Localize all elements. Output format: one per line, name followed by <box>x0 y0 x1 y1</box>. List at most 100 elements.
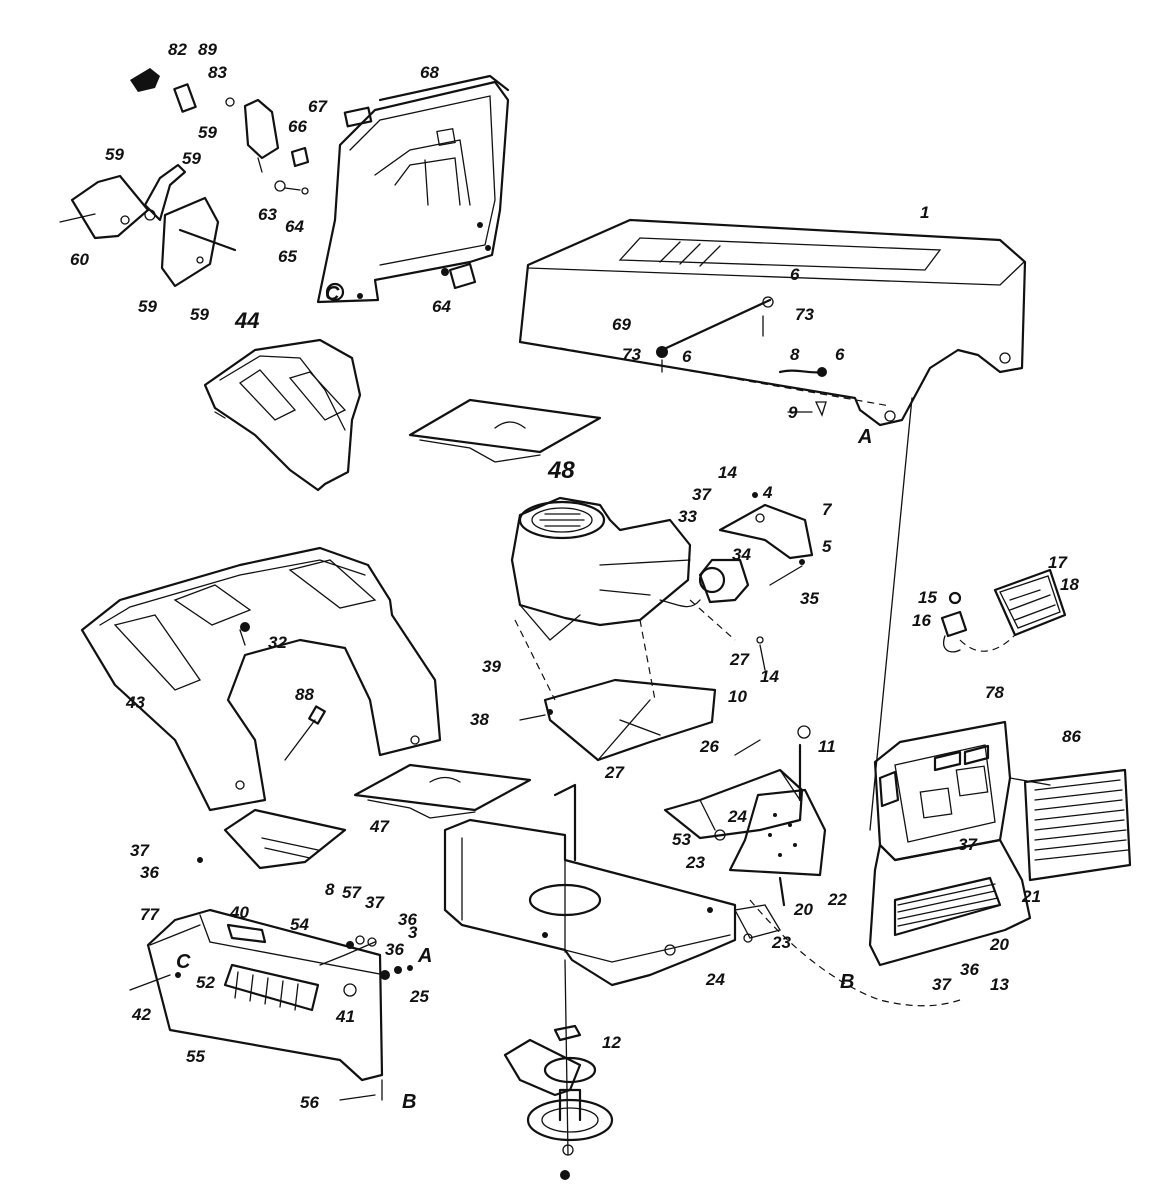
label-26: 26 <box>699 737 719 756</box>
label-6c: 6 <box>835 345 845 364</box>
engine-hardware <box>519 636 766 756</box>
label-20b: 20 <box>989 935 1009 954</box>
label-16: 16 <box>912 611 931 630</box>
label-13: 13 <box>990 975 1009 994</box>
label-27a: 27 <box>604 763 625 782</box>
engine <box>510 496 750 641</box>
label-68: 68 <box>420 63 439 82</box>
label-10: 10 <box>728 687 747 706</box>
label-73a: 73 <box>795 305 814 324</box>
label-64b: 64 <box>432 297 451 316</box>
label-38: 38 <box>470 710 489 729</box>
dash-components <box>130 68 477 302</box>
label-82: 82 <box>168 40 187 59</box>
floor-plate-part-48 <box>408 398 602 463</box>
label-60: 60 <box>70 250 89 269</box>
label-36d: 36 <box>960 960 979 979</box>
label-52: 52 <box>196 973 215 992</box>
label-21: 21 <box>1021 887 1041 906</box>
label-37a: 37 <box>692 485 712 504</box>
label-37d: 37 <box>958 835 978 854</box>
part-labels: 1 3 4 5 6 6 6 7 8 8 9 10 11 12 13 14 14 … <box>70 40 1081 1112</box>
bracket-part-4 <box>718 492 814 586</box>
headlight-part-17 <box>940 568 1067 653</box>
label-3: 3 <box>408 923 418 942</box>
rear-fender-part-43 <box>80 546 442 812</box>
pulley-assembly <box>503 959 614 1180</box>
label-34: 34 <box>732 545 751 564</box>
label-56: 56 <box>300 1093 319 1112</box>
label-14b: 14 <box>760 667 779 686</box>
label-59c: 59 <box>182 149 201 168</box>
label-37b: 37 <box>130 841 150 860</box>
label-40: 40 <box>229 903 249 922</box>
ref-b-grille: B <box>840 971 854 993</box>
label-24b: 24 <box>705 970 725 989</box>
label-7: 7 <box>822 500 833 519</box>
label-54: 54 <box>290 915 309 934</box>
ref-c-dash: C <box>325 283 340 305</box>
label-22: 22 <box>827 890 847 909</box>
label-65: 65 <box>278 247 297 266</box>
label-67: 67 <box>308 97 328 116</box>
label-6a: 6 <box>790 265 800 284</box>
brackets-53-22 <box>663 725 827 943</box>
dash-panel-part-65 <box>316 74 510 304</box>
label-66: 66 <box>288 117 307 136</box>
label-63: 63 <box>258 205 277 224</box>
label-89: 89 <box>198 40 217 59</box>
label-39: 39 <box>482 657 501 676</box>
label-23a: 23 <box>685 853 705 872</box>
label-47: 47 <box>369 817 390 836</box>
label-11: 11 <box>818 737 836 756</box>
label-69: 69 <box>612 315 631 334</box>
hood-part-1 <box>518 218 1027 427</box>
label-59d: 59 <box>138 297 157 316</box>
label-32: 32 <box>268 633 287 652</box>
label-23b: 23 <box>771 933 791 952</box>
label-6b: 6 <box>682 347 692 366</box>
seat-bracket <box>223 705 347 870</box>
label-24a: 24 <box>727 807 747 826</box>
label-5: 5 <box>822 537 832 556</box>
grille-screen-part-86 <box>1009 768 1132 882</box>
engine-mount-frame <box>514 599 736 762</box>
label-25: 25 <box>409 987 429 1006</box>
label-9: 9 <box>788 403 798 422</box>
label-53: 53 <box>672 830 691 849</box>
label-12: 12 <box>602 1033 621 1052</box>
label-37e: 37 <box>932 975 952 994</box>
reference-letters: A A B B C C <box>176 283 872 1113</box>
label-8a: 8 <box>790 345 800 364</box>
label-20a: 20 <box>793 900 813 919</box>
label-4: 4 <box>762 483 773 502</box>
label-44: 44 <box>234 308 259 333</box>
label-27b: 27 <box>729 650 750 669</box>
label-35: 35 <box>800 589 819 608</box>
hood-hardware <box>656 296 827 417</box>
reference-line-b <box>749 899 961 1007</box>
floor-plate-part-47 <box>353 763 532 819</box>
ref-c-panel: C <box>176 951 191 973</box>
label-59a: 59 <box>198 123 217 142</box>
label-77: 77 <box>140 905 160 924</box>
main-frame <box>443 783 737 987</box>
label-18: 18 <box>1060 575 1079 594</box>
throttle-control-part-59 <box>59 163 237 288</box>
label-36b: 36 <box>398 910 417 929</box>
label-37c: 37 <box>365 893 385 912</box>
label-36a: 36 <box>140 863 159 882</box>
label-42: 42 <box>131 1005 151 1024</box>
label-14a: 14 <box>718 463 737 482</box>
label-83: 83 <box>208 63 227 82</box>
label-59b: 59 <box>105 145 124 164</box>
label-8b: 8 <box>325 880 335 899</box>
label-36c: 36 <box>385 940 404 959</box>
label-73b: 73 <box>622 345 641 364</box>
label-33: 33 <box>678 507 697 526</box>
side-panel-part-55 <box>146 908 386 1101</box>
label-86: 86 <box>1062 727 1081 746</box>
side-panel-hardware <box>129 857 413 1101</box>
label-48: 48 <box>547 457 575 484</box>
